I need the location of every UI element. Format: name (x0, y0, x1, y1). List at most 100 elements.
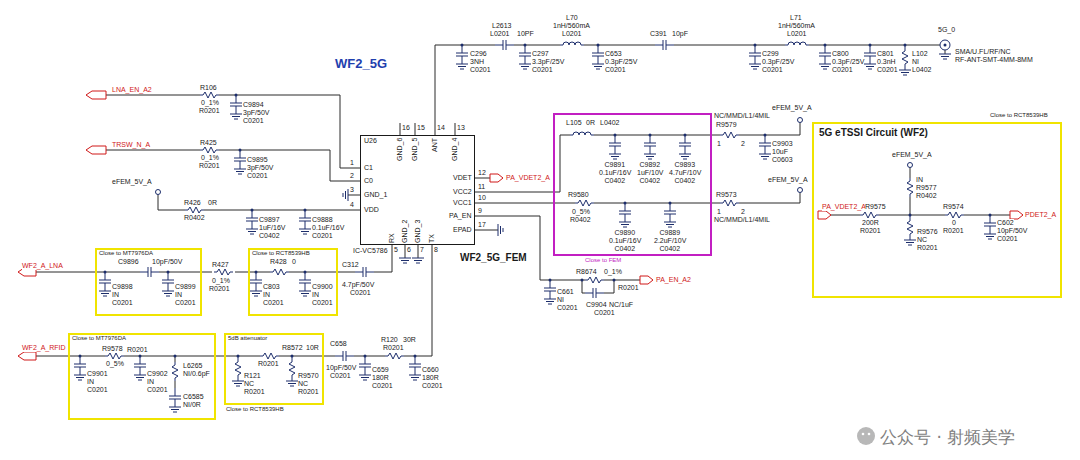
part-label: C0201 (87, 386, 108, 394)
part-label: C9897 (259, 216, 280, 224)
part-label: C0201 (147, 386, 168, 394)
part-label: NI/0.6pF (183, 370, 210, 378)
part-label: 14 (437, 124, 445, 132)
part-label: R0201 (209, 285, 230, 293)
junction-dot (364, 355, 367, 358)
part-label: L6265 (183, 362, 202, 370)
junction-dot (754, 44, 757, 47)
junction-dot (251, 209, 254, 212)
part-label: VDET (453, 174, 472, 182)
part-label: NC/MMD/L1/4MIL (714, 216, 770, 224)
part-label: C9892 (640, 161, 661, 169)
junction-dot (904, 44, 907, 47)
component-symbol (156, 190, 161, 195)
part-label: R106 (200, 84, 217, 92)
part-label: VCC1 (453, 199, 472, 207)
part-label: C0201 (263, 299, 284, 307)
wire (475, 193, 800, 204)
part-label: C0201 (243, 117, 264, 125)
part-label: C9895 (247, 156, 268, 164)
component-symbol (359, 356, 371, 380)
component-symbol (664, 203, 676, 227)
part-label: IN (147, 378, 154, 386)
signal-name: PDET2_A (1025, 211, 1056, 219)
part-label: 1uF/10V (637, 169, 663, 177)
component-symbol (456, 45, 468, 69)
part-label: 0.3pF/25V (832, 58, 864, 66)
part-label: C0201 (997, 235, 1018, 243)
wire (475, 178, 490, 179)
part-label: C312 (342, 261, 359, 269)
part-label: 0R (586, 119, 595, 127)
part-label: 12 (478, 169, 486, 177)
part-label: IC-VC5786 (353, 247, 388, 255)
part-label: R9580 (568, 191, 589, 199)
part-label: C9889 (660, 229, 681, 237)
component-symbol (785, 42, 809, 45)
part-label: 11 (478, 183, 485, 191)
part-label: 0.1uF/16V (312, 224, 344, 232)
part-label: C0201 (605, 66, 626, 74)
part-label: C9901 (87, 370, 108, 378)
part-label: 0.1uF/16V (599, 169, 631, 177)
part-label: 0.3pF/25V (605, 58, 637, 66)
part-label: 3NH (470, 58, 484, 66)
part-label: R0201 (618, 284, 639, 292)
part-label: 10R (306, 344, 319, 352)
part-label: L0201 (787, 30, 806, 38)
part-label: C800 (832, 50, 849, 58)
component-symbol (939, 54, 951, 59)
signal-flag (86, 91, 106, 99)
junction-dot (255, 271, 258, 274)
part-label: eFEM_5V_A (772, 104, 812, 112)
part-label: C9900 (312, 283, 333, 291)
part-label: 0_1% (201, 154, 219, 162)
component-symbol (74, 40, 996, 412)
wire (36, 272, 202, 273)
diagram-title: WF2_5G (335, 56, 387, 71)
junction-dot (597, 44, 600, 47)
component-symbol (798, 118, 803, 123)
part-label: 10uF (772, 148, 788, 156)
part-label: R9570 (298, 372, 319, 380)
component-symbol (286, 356, 298, 386)
wire (945, 50, 946, 54)
part-label: C0201 (470, 66, 491, 74)
signal-flag (86, 146, 106, 154)
component-symbol (575, 200, 594, 206)
part-label: 180R (372, 374, 389, 382)
part-label: C296 (470, 50, 487, 58)
junction-dot (139, 355, 142, 358)
part-label: C9899 (175, 283, 196, 291)
part-label: C9888 (312, 216, 333, 224)
part-label: R0201 (943, 227, 964, 235)
junction-dot (824, 44, 827, 47)
part-label: C6585 (183, 393, 204, 401)
part-label: 0R (208, 199, 217, 207)
signal-name: PA_EN_A2 (656, 276, 691, 284)
part-label: C0201 (330, 372, 351, 380)
part-label: 1 (717, 140, 721, 148)
part-label: 7 (420, 246, 424, 254)
part-label: C659 (372, 366, 389, 374)
part-label: NC (298, 380, 308, 388)
part-label: R0201 (199, 107, 220, 115)
watermark-icon (862, 433, 865, 436)
part-label: C0603 (772, 156, 793, 164)
component-symbol (679, 135, 691, 159)
part-label: L105 (566, 119, 582, 127)
signal-name: LNA_EN_A2 (112, 86, 152, 94)
junction-dot (989, 214, 992, 217)
part-label: R428 (270, 258, 287, 266)
part-label: 3pF/50V (243, 109, 269, 117)
component-symbol (230, 95, 242, 119)
part-label: SMA/U.FL/RF/NC (955, 48, 1011, 56)
part-label: 17 (478, 221, 486, 229)
watermark-icon (857, 427, 875, 445)
junction-dot (669, 202, 672, 205)
part-label: 0.1uF/16V (609, 237, 641, 245)
pin-name: RX (388, 233, 396, 243)
component-symbol (495, 40, 514, 50)
part-label: GND_1 (364, 191, 387, 199)
component-symbol (185, 207, 204, 213)
